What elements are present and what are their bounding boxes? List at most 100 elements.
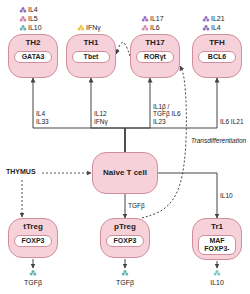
arrow-connector xyxy=(91,78,125,152)
cytokine-dots xyxy=(203,16,210,22)
cytokine-dot xyxy=(217,273,220,276)
cell-body: Tr1MAF FOXP3- xyxy=(192,218,242,260)
cytokine-dot xyxy=(22,16,25,19)
nucleus-box: MAF FOXP3- xyxy=(198,235,236,255)
cytokine-dot xyxy=(23,10,26,13)
edge-label: IL1β / TGFβ IL6 IL23 xyxy=(153,103,183,126)
cytokine-dot xyxy=(203,28,206,31)
cytokine-dot xyxy=(122,273,125,276)
cytokine-dot xyxy=(125,273,128,276)
cytokine-label: IFNγ xyxy=(86,24,101,32)
cell-body: pTregFOXP3 xyxy=(100,218,150,258)
transcription-factor: BCL6 xyxy=(200,53,234,61)
edge-label: IL4 IL33 xyxy=(36,110,58,125)
cytokine-label: IL4 xyxy=(28,6,38,14)
cytokine-label: IL21 xyxy=(211,15,225,23)
edge-label: IL12 IFNγ xyxy=(94,110,116,125)
cytokine-dot xyxy=(20,10,23,13)
cytokine-label: IL17 xyxy=(150,15,164,23)
cytokine-label: TGFβ xyxy=(116,279,134,287)
cytokine-dots xyxy=(20,7,27,13)
nucleus-box: GATA3 xyxy=(14,51,52,63)
thymus-arrow xyxy=(42,173,91,174)
cytokine-label: IL10 xyxy=(210,279,224,287)
cytokine-dots xyxy=(30,270,37,276)
cytokine-dots xyxy=(20,25,27,31)
cell-body: tTregFOXP3 xyxy=(8,218,58,258)
dashed-arrow xyxy=(142,66,186,218)
thymus-arrow xyxy=(22,180,23,217)
arrow-connector xyxy=(33,78,125,152)
cytokine-label: IL10 xyxy=(28,24,42,32)
cytokine-dots xyxy=(122,270,129,276)
nucleus-box: RORγt xyxy=(136,51,174,63)
cytokine-label: IL6 xyxy=(150,24,160,32)
cytokine-dots xyxy=(203,25,210,31)
cytokine-dot xyxy=(205,16,208,19)
edge-label: Transdifferentiation xyxy=(191,137,246,145)
nucleus-box: FOXP3 xyxy=(14,235,52,247)
cell-name: TH1 xyxy=(70,38,112,48)
cell-body: TH2GATA3 xyxy=(8,34,58,78)
transcription-factor: RORγt xyxy=(138,53,172,61)
cytokine-dot xyxy=(81,28,84,31)
cell-body: TH17RORγt xyxy=(130,34,180,78)
arrow-connector xyxy=(125,194,126,218)
transcription-factor: Tbet xyxy=(74,53,108,61)
cytokine-dots xyxy=(214,270,221,276)
cytokine-label: TGFβ xyxy=(24,279,42,287)
cytokine-dot xyxy=(80,25,83,28)
cytokine-dot xyxy=(206,19,209,22)
cell-body: TFH BCL6 xyxy=(192,34,242,78)
cytokine-dot xyxy=(206,28,209,31)
dashed-arrow xyxy=(116,42,130,56)
cytokine-dot xyxy=(20,28,23,31)
organ-label: THYMUS xyxy=(6,168,36,176)
cell-name: TFH xyxy=(196,38,238,48)
edge-label: IL10 xyxy=(220,192,233,200)
cytokine-dot xyxy=(23,19,26,22)
arrow-connector xyxy=(125,78,150,152)
cytokine-dot xyxy=(124,270,127,273)
cytokine-dot xyxy=(22,7,25,10)
cytokine-dot xyxy=(30,273,33,276)
cytokine-dot xyxy=(203,19,206,22)
output-arrow xyxy=(125,259,126,268)
cytokine-dot xyxy=(33,273,36,276)
cytokine-dot xyxy=(205,25,208,28)
cytokine-dot xyxy=(144,25,147,28)
cytokine-dot xyxy=(78,28,81,31)
transcription-factor: MAF FOXP3- xyxy=(200,237,234,253)
transcription-factor: FOXP3 xyxy=(16,237,50,245)
cytokine-label: IL5 xyxy=(28,15,38,23)
nucleus-box: BCL6 xyxy=(198,51,236,63)
cell-name: pTreg xyxy=(104,222,146,232)
cytokine-dots xyxy=(142,25,149,31)
cytokine-dot xyxy=(20,19,23,22)
output-arrow xyxy=(217,261,218,268)
cytokine-dot xyxy=(142,19,145,22)
cytokine-dots xyxy=(20,16,27,22)
cell-body: Naive T cell xyxy=(92,152,158,194)
transcription-factor: FOXP3 xyxy=(108,237,142,245)
cytokine-dot xyxy=(145,19,148,22)
cell-body: TH1Tbet xyxy=(66,34,116,78)
cytokine-label: IL4 xyxy=(211,24,221,32)
cell-name: TH17 xyxy=(134,38,176,48)
output-arrow xyxy=(33,259,34,268)
cytokine-dots xyxy=(142,16,149,22)
cytokine-dot xyxy=(144,16,147,19)
transcription-factor: GATA3 xyxy=(16,53,50,61)
cytokine-dot xyxy=(216,270,219,273)
cell-name: TH2 xyxy=(12,38,54,48)
cytokine-dot xyxy=(22,25,25,28)
cell-name: Tr1 xyxy=(196,222,238,232)
cytokine-dot xyxy=(142,28,145,31)
cytokine-dot xyxy=(145,28,148,31)
edge-label: TGFβ xyxy=(128,202,145,210)
edge-label: IL6 IL21 xyxy=(220,118,244,126)
cytokine-dot xyxy=(32,270,35,273)
